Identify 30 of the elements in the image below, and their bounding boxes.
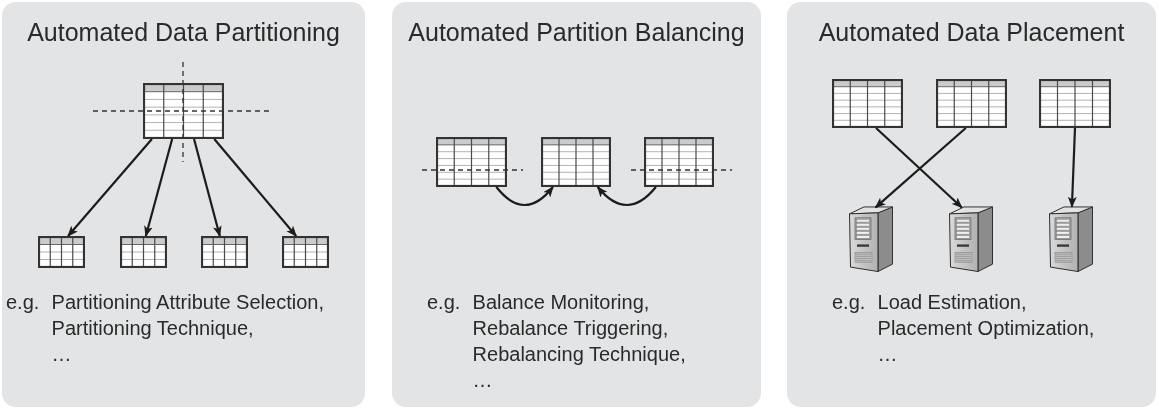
curved-arrow xyxy=(596,186,657,207)
panel-card xyxy=(787,2,1156,407)
arrow xyxy=(67,138,153,237)
example-list: e.g. Load Estimation, Placement Optimization, … xyxy=(832,289,1095,367)
table-icon xyxy=(120,236,167,268)
panel-title: Automated Data Placement xyxy=(818,18,1125,46)
panel-title: Automated Data Partitioning xyxy=(27,18,340,46)
table-icon xyxy=(832,79,903,128)
example-list: e.g. Balance Monitoring, Rebalance Triggering, Rebalancing Technique, … xyxy=(427,289,686,393)
panel-card xyxy=(2,2,365,407)
server-icon xyxy=(1048,204,1094,273)
table-icon xyxy=(201,236,248,268)
arrow xyxy=(144,138,174,238)
panel-card xyxy=(392,2,761,407)
table-icon xyxy=(436,137,507,187)
server-icon xyxy=(848,204,894,273)
table-icon xyxy=(282,236,329,268)
table-icon xyxy=(38,236,85,268)
arrow xyxy=(213,138,297,237)
arrow xyxy=(192,138,222,238)
curved-arrow xyxy=(495,186,554,207)
panel-title: Automated Partition Balancing xyxy=(408,18,745,46)
example-list: e.g. Partitioning Attribute Selection, Partitioning Technique, … xyxy=(6,289,324,367)
table-icon xyxy=(541,137,611,187)
server-icon xyxy=(948,204,994,273)
table-icon xyxy=(143,83,224,139)
table-icon xyxy=(936,79,1007,128)
table-icon xyxy=(644,137,714,187)
arrow xyxy=(1067,127,1077,208)
table-icon xyxy=(1039,79,1111,128)
